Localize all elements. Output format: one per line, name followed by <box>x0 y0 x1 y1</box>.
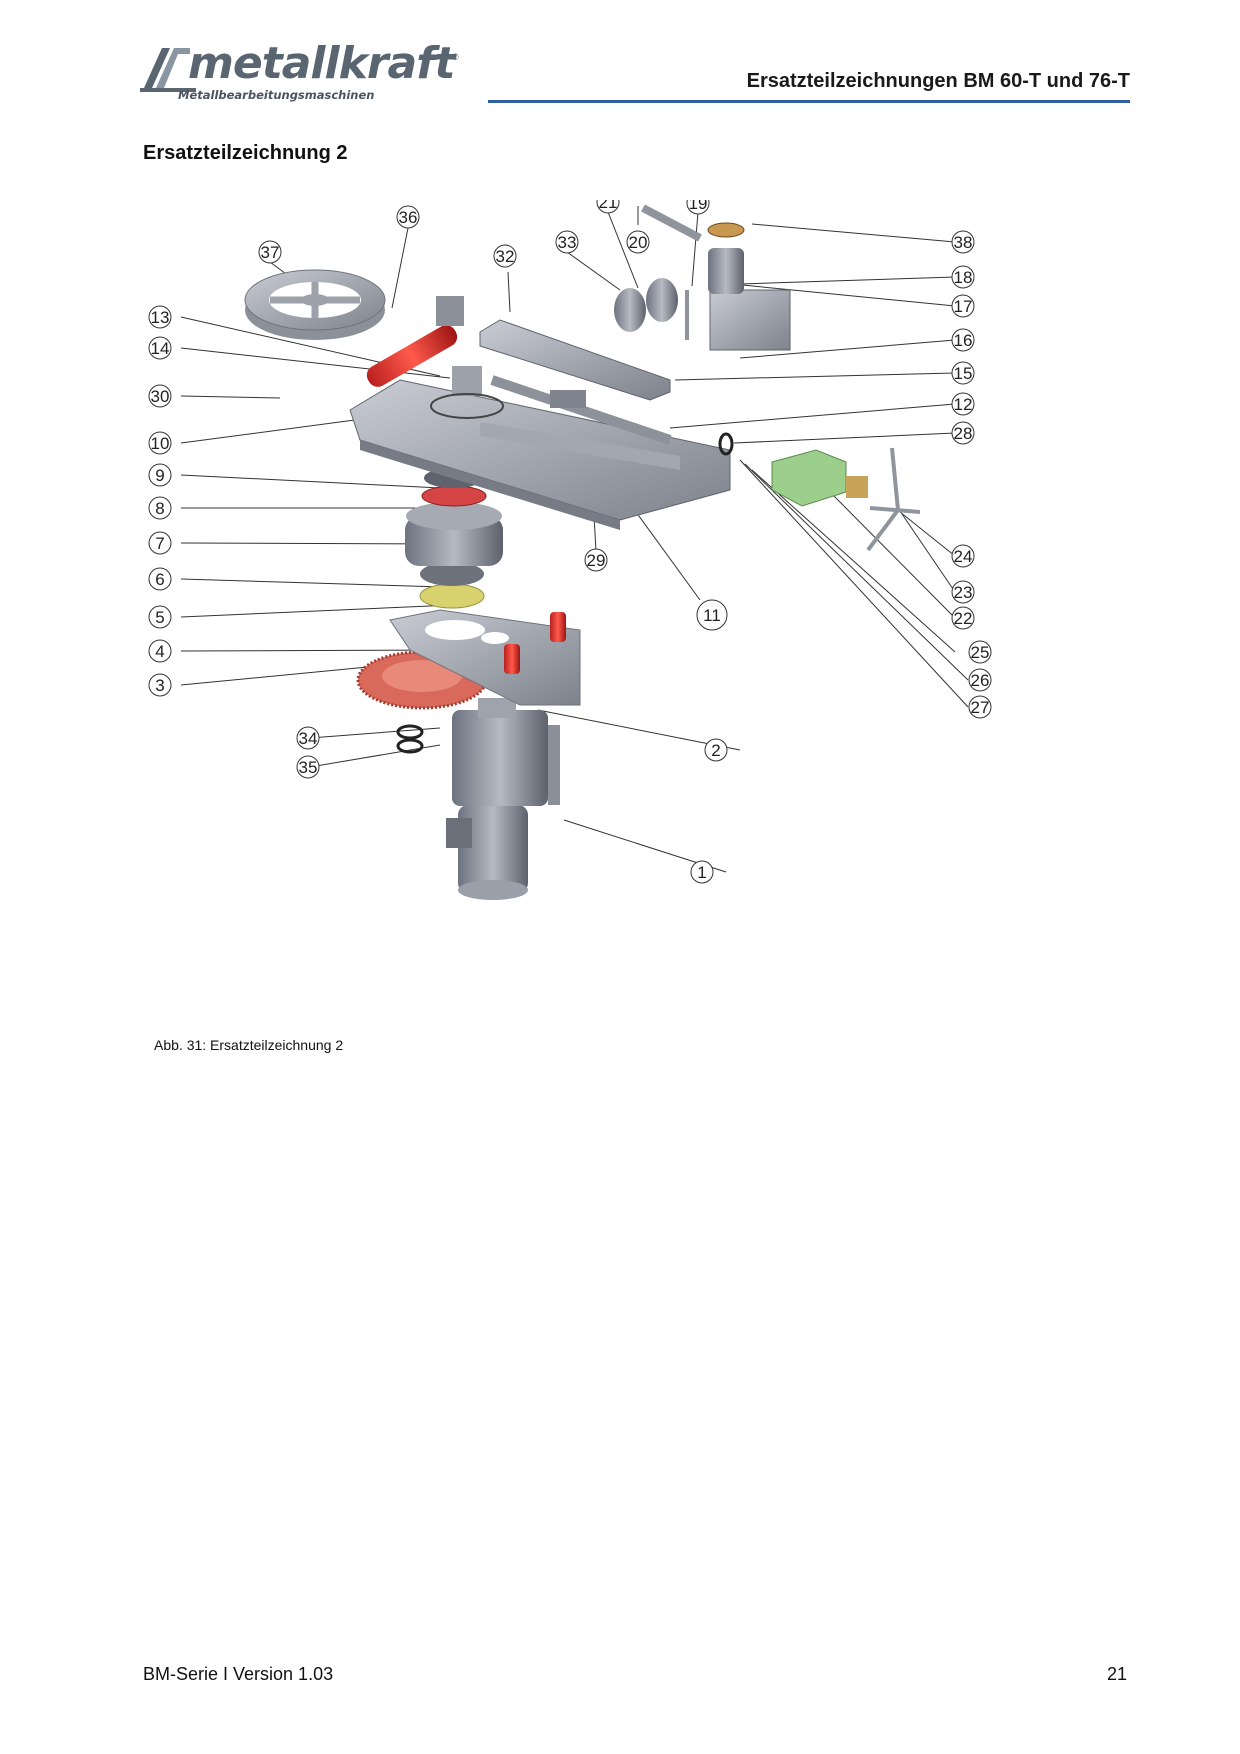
forming-rollers <box>614 204 702 332</box>
roller-bracket <box>685 222 791 351</box>
svg-text:6: 6 <box>155 570 164 589</box>
callout-5: 5 <box>148 605 172 629</box>
svg-text:14: 14 <box>151 339 170 358</box>
callout-9: 9 <box>148 463 172 487</box>
svg-text:7: 7 <box>155 534 164 553</box>
pressure-block <box>771 447 921 552</box>
svg-text:13: 13 <box>151 308 170 327</box>
svg-text:33: 33 <box>558 233 577 252</box>
metallkraft-logo: metallkraft ® Metallbearbeitungsmaschine… <box>140 38 470 108</box>
svg-text:28: 28 <box>954 424 973 443</box>
svg-text:26: 26 <box>971 671 990 690</box>
svg-text:21: 21 <box>599 200 618 212</box>
svg-text:35: 35 <box>299 758 318 777</box>
svg-text:12: 12 <box>954 395 973 414</box>
svg-text:20: 20 <box>629 233 648 252</box>
svg-text:18: 18 <box>954 268 973 287</box>
callout-2: 2 <box>704 738 728 762</box>
page-number: 21 <box>1106 1664 1127 1684</box>
callout-16: 16 <box>951 328 975 352</box>
header-title: Ersatzteilzeichnungen BM 60-T und 76-T <box>746 70 1130 92</box>
gearbox <box>452 698 560 806</box>
svg-text:32: 32 <box>496 247 515 266</box>
svg-text:34: 34 <box>299 729 318 748</box>
svg-text:24: 24 <box>954 547 973 566</box>
section-title: Ersatzteilzeichnung 2 <box>143 142 348 164</box>
callout-14: 14 <box>148 336 172 360</box>
svg-text:8: 8 <box>155 499 164 518</box>
header-rule <box>488 100 1130 103</box>
callout-19: 19 <box>686 200 710 215</box>
bending-table <box>349 366 731 530</box>
svg-text:15: 15 <box>954 364 973 383</box>
svg-text:25: 25 <box>971 643 990 662</box>
callout-30: 30 <box>148 384 172 408</box>
svg-text:27: 27 <box>971 698 990 717</box>
callout-26: 26 <box>968 668 992 692</box>
callout-23: 23 <box>951 580 975 604</box>
callout-1: 1 <box>690 860 714 884</box>
callout-3: 3 <box>148 673 172 697</box>
guide-rail <box>479 319 671 401</box>
svg-text:1: 1 <box>697 863 706 882</box>
callout-20: 20 <box>626 230 650 254</box>
callout-33: 33 <box>555 230 579 254</box>
callout-12: 12 <box>951 392 975 416</box>
svg-text:30: 30 <box>151 387 170 406</box>
svg-text:36: 36 <box>399 208 418 227</box>
motor <box>446 805 528 900</box>
svg-text:10: 10 <box>151 434 170 453</box>
clamp-rings <box>396 432 734 754</box>
callout-11: 11 <box>696 599 728 631</box>
svg-text:2: 2 <box>711 741 720 760</box>
callout-21: 21 <box>596 200 620 214</box>
callout-13: 13 <box>148 305 172 329</box>
figure-caption: Abb. 31: Ersatzteilzeichnung 2 <box>154 1037 344 1053</box>
callout-24: 24 <box>951 544 975 568</box>
svg-text:17: 17 <box>954 297 973 316</box>
callout-37: 37 <box>258 240 282 264</box>
svg-text:5: 5 <box>155 608 164 627</box>
logo-mark-icon <box>140 48 196 92</box>
svg-text:38: 38 <box>954 233 973 252</box>
callout-34: 34 <box>296 726 320 750</box>
registered-mark: ® <box>452 52 459 62</box>
svg-text:37: 37 <box>261 243 280 262</box>
callout-18: 18 <box>951 265 975 289</box>
callout-8: 8 <box>148 496 172 520</box>
svg-text:3: 3 <box>155 676 164 695</box>
handwheel <box>244 269 464 387</box>
callout-17: 17 <box>951 294 975 318</box>
callout-25: 25 <box>968 640 992 664</box>
callout-29: 29 <box>584 548 608 572</box>
callout-38: 38 <box>951 230 975 254</box>
svg-text:11: 11 <box>703 606 721 625</box>
callouts: 1 2 3 4 5 6 7 8 9 10 11 12 13 14 15 16 1… <box>148 200 992 884</box>
svg-text:19: 19 <box>689 200 708 213</box>
callout-4: 4 <box>148 639 172 663</box>
svg-text:4: 4 <box>155 642 164 661</box>
svg-text:16: 16 <box>954 331 973 350</box>
exploded-parts-drawing: 1 2 3 4 5 6 7 8 9 10 11 12 13 14 15 16 1… <box>148 200 992 900</box>
callout-10: 10 <box>148 431 172 455</box>
callout-15: 15 <box>951 361 975 385</box>
svg-text:22: 22 <box>954 609 973 628</box>
callout-32: 32 <box>493 244 517 268</box>
callout-28: 28 <box>951 421 975 445</box>
callout-7: 7 <box>148 531 172 555</box>
svg-text:29: 29 <box>587 551 606 570</box>
svg-text:23: 23 <box>954 583 973 602</box>
callout-35: 35 <box>296 755 320 779</box>
logo-subtitle: Metallbearbeitungsmaschinen <box>178 88 375 102</box>
callout-6: 6 <box>148 567 172 591</box>
callout-27: 27 <box>968 695 992 719</box>
base-plate <box>389 609 581 706</box>
callout-22: 22 <box>951 606 975 630</box>
callout-36: 36 <box>396 205 420 229</box>
footer-version: BM-Serie I Version 1.03 <box>143 1664 334 1684</box>
logo-wordmark: metallkraft <box>188 38 455 89</box>
svg-text:9: 9 <box>155 466 164 485</box>
